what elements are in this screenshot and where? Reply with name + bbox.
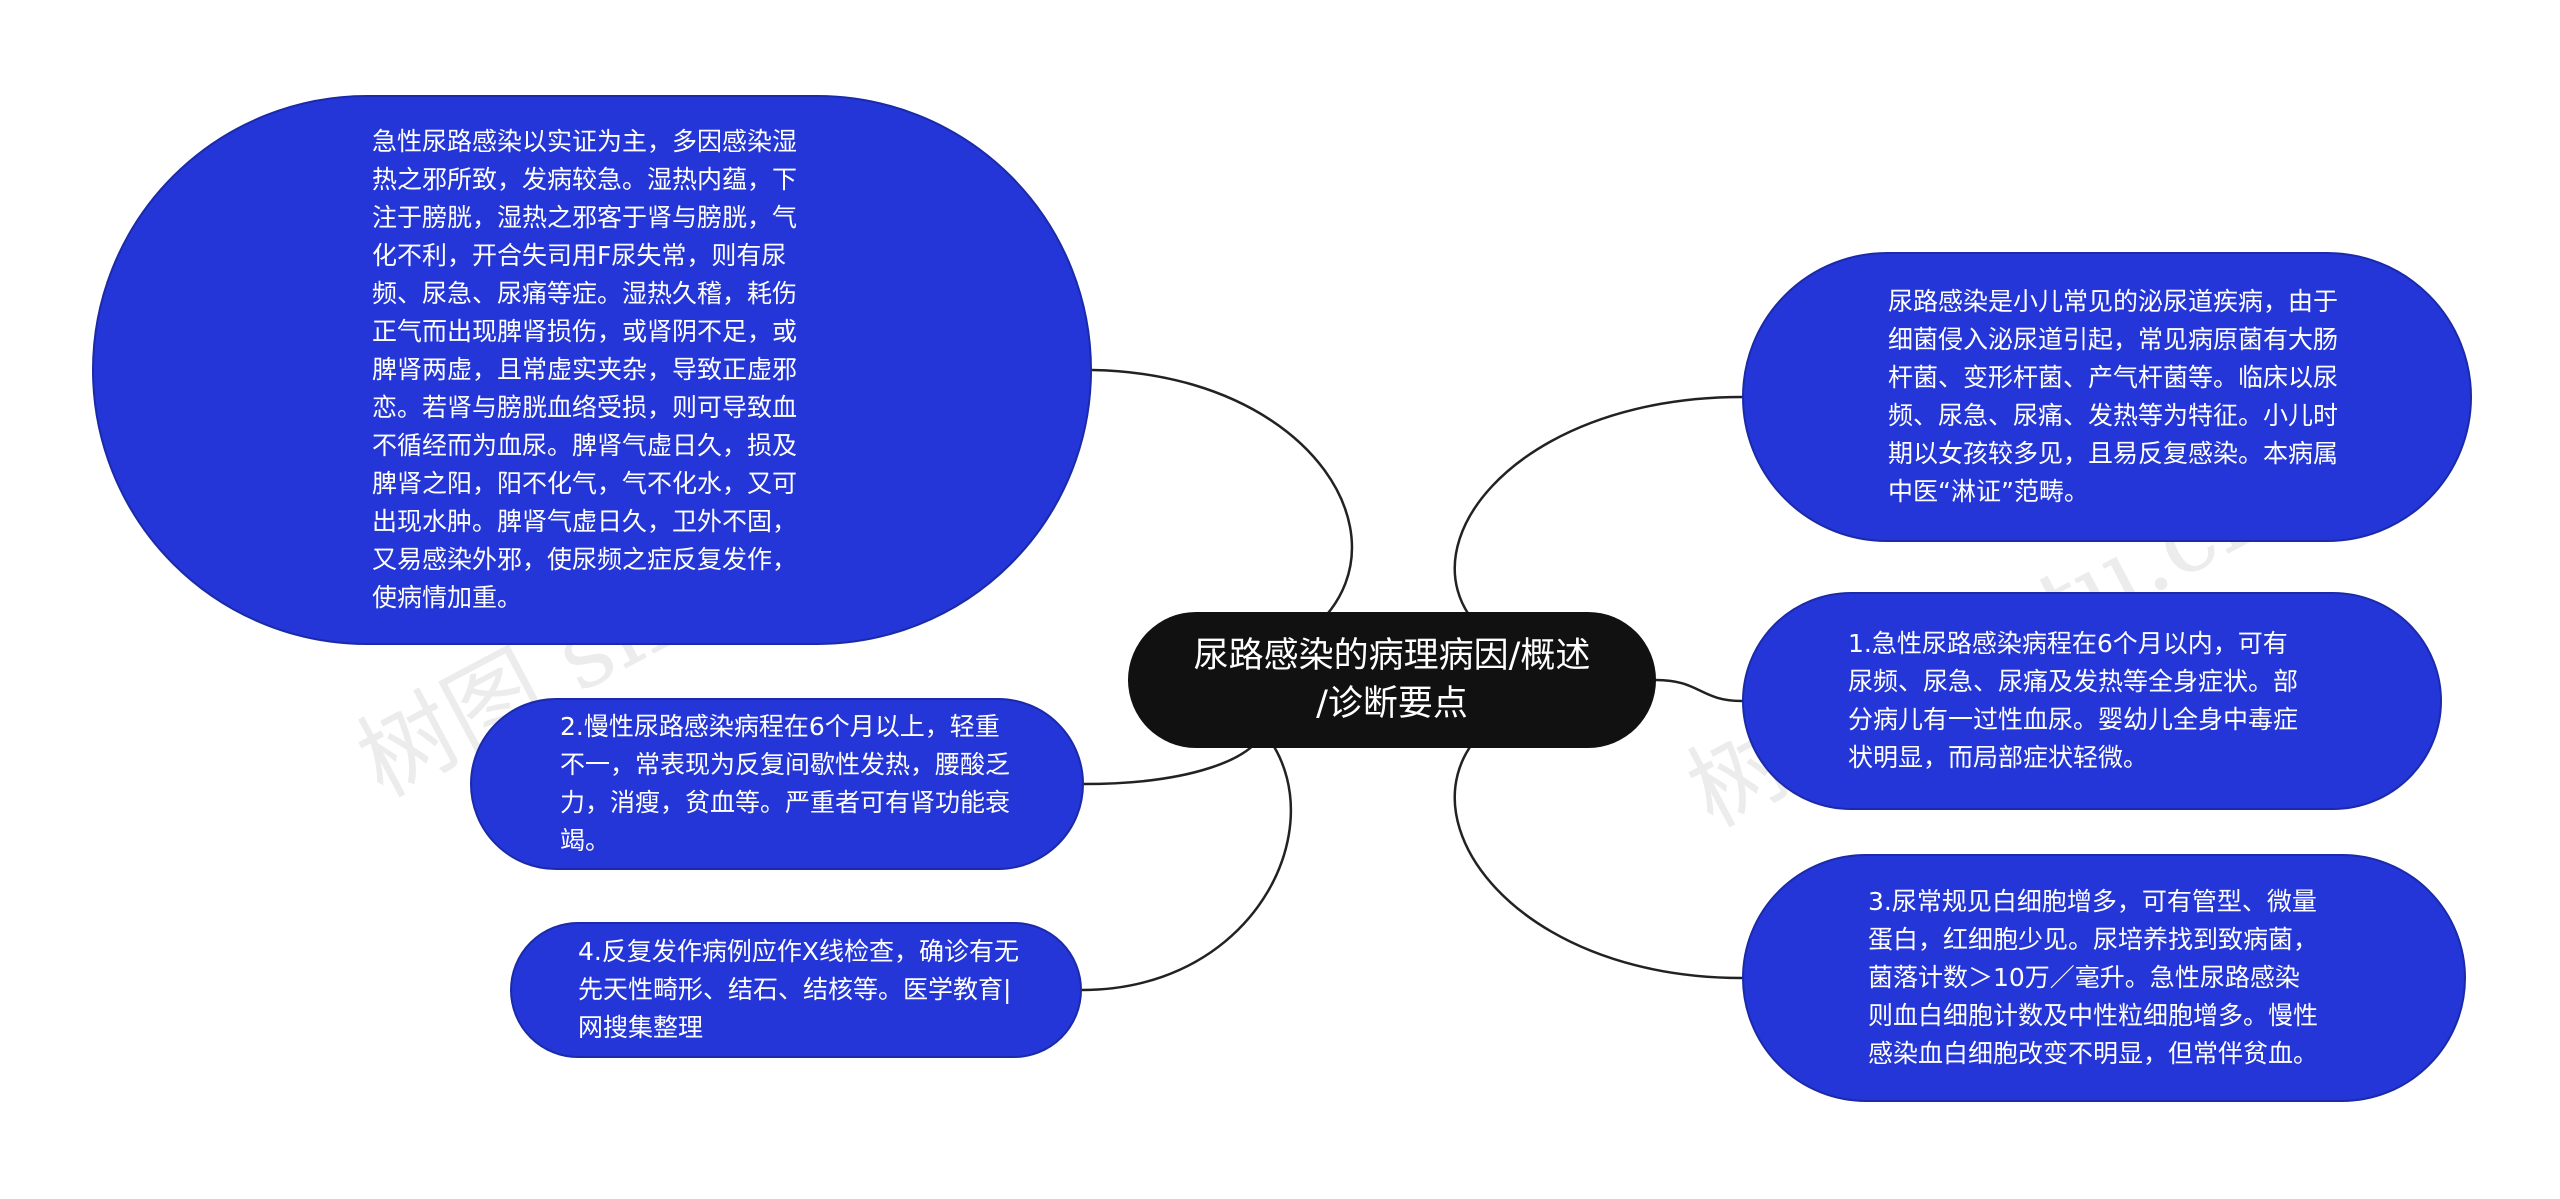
central-topic-node[interactable]: 尿路感染的病理病因/概述 /诊断要点 bbox=[1128, 612, 1656, 748]
topic-node-urinalysis[interactable]: 3.尿常规见白细胞增多，可有管型、微量蛋白，红细胞少见。尿培养找到致病菌，菌落计… bbox=[1742, 854, 2466, 1102]
topic-node-xray[interactable]: 4.反复发作病例应作X线检查，确诊有无先天性畸形、结石、结核等。医学教育|网搜集… bbox=[510, 922, 1082, 1058]
topic-text: 4.反复发作病例应作X线检查，确诊有无先天性畸形、结石、结核等。医学教育|网搜集… bbox=[578, 937, 1019, 1042]
topic-text: 尿路感染是小儿常见的泌尿道疾病，由于细菌侵入泌尿道引起，常见病原菌有大肠杆菌、变… bbox=[1888, 287, 2339, 506]
topic-text: 3.尿常规见白细胞增多，可有管型、微量蛋白，红细胞少见。尿培养找到致病菌，菌落计… bbox=[1868, 887, 2319, 1068]
topic-node-overview[interactable]: 尿路感染是小儿常见的泌尿道疾病，由于细菌侵入泌尿道引起，常见病原菌有大肠杆菌、变… bbox=[1742, 252, 2472, 542]
topic-text: 2.慢性尿路感染病程在6个月以上，轻重不一，常表现为反复间歇性发热，腰酸乏力，消… bbox=[560, 712, 1011, 855]
topic-node-acute[interactable]: 1.急性尿路感染病程在6个月以内，可有尿频、尿急、尿痛及发热等全身症状。部分病儿… bbox=[1742, 592, 2442, 810]
topic-text: 1.急性尿路感染病程在6个月以内，可有尿频、尿急、尿痛及发热等全身症状。部分病儿… bbox=[1848, 629, 2299, 772]
connector-right-2 bbox=[1655, 678, 1743, 703]
topic-node-etiology[interactable]: 急性尿路感染以实证为主，多因感染湿热之邪所致，发病较急。湿热内蕴，下注于膀胱，湿… bbox=[92, 95, 1092, 645]
topic-node-chronic[interactable]: 2.慢性尿路感染病程在6个月以上，轻重不一，常表现为反复间歇性发热，腰酸乏力，消… bbox=[470, 698, 1084, 870]
central-topic-title: 尿路感染的病理病因/概述 /诊断要点 bbox=[1193, 636, 1591, 724]
topic-text: 急性尿路感染以实证为主，多因感染湿热之邪所致，发病较急。湿热内蕴，下注于膀胱，湿… bbox=[372, 127, 798, 612]
